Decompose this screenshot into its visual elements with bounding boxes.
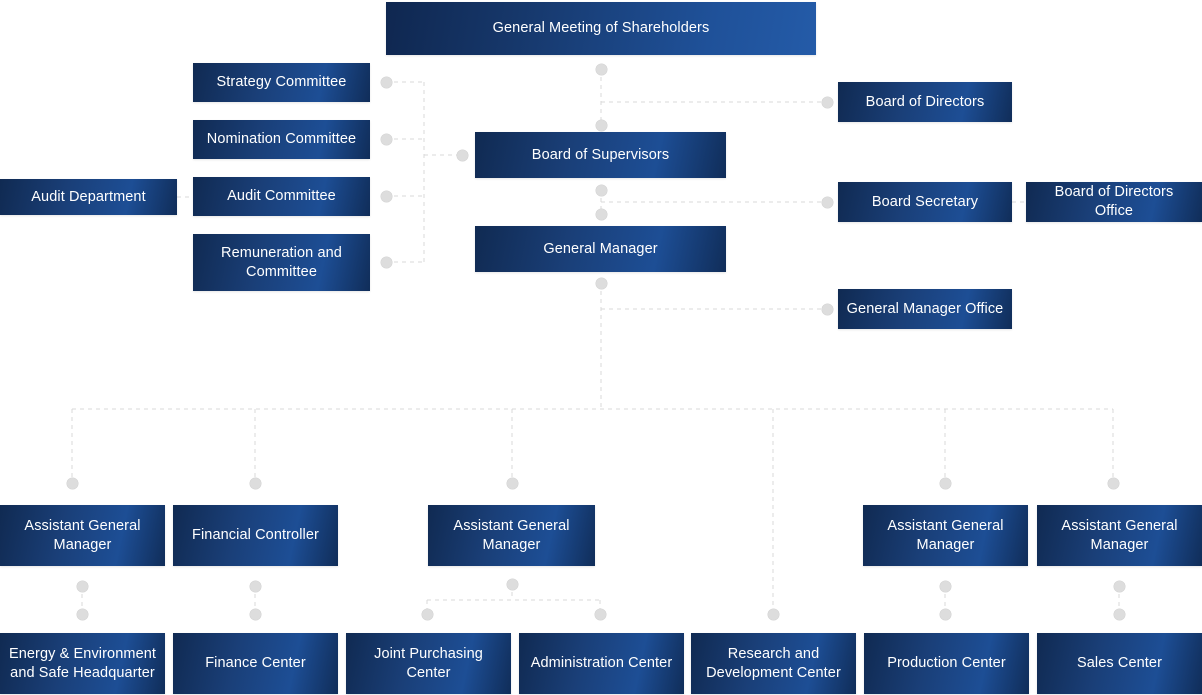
node-assistant-general-manager-3[interactable]: Assistant General Manager	[863, 505, 1028, 566]
node-board-of-directors[interactable]: Board of Directors	[838, 82, 1012, 122]
dot-supervisors-top	[595, 119, 607, 131]
node-audit-committee[interactable]: Audit Committee	[193, 177, 370, 216]
node-label: Finance Center	[205, 655, 306, 672]
dot-gm-office-left	[821, 303, 833, 315]
node-general-meeting-of-shareholders[interactable]: General Meeting of Shareholders	[386, 2, 816, 55]
dot-agm2-bottom	[506, 578, 518, 590]
node-label: Assistant General Manager	[887, 517, 1004, 553]
node-label: Energy & Environment and Safe Headquarte…	[8, 645, 157, 681]
dot-committee-remuneration	[380, 256, 392, 268]
dot-joint-purchasing-top	[421, 608, 433, 620]
node-label: Financial Controller	[192, 527, 319, 544]
dot-financial-bottom	[249, 580, 261, 592]
dot-board-secretary-left	[821, 196, 833, 208]
node-label: General Meeting of Shareholders	[492, 20, 710, 37]
node-board-secretary[interactable]: Board Secretary	[838, 182, 1012, 222]
node-label: Board of Directors	[865, 93, 985, 110]
node-label: Joint Purchasing Center	[374, 645, 483, 681]
node-assistant-general-manager-2[interactable]: Assistant General Manager	[428, 505, 595, 566]
node-energy-environment-safe-headquarter[interactable]: Energy & Environment and Safe Headquarte…	[0, 633, 165, 694]
dot-drop-agm1	[66, 477, 78, 489]
dot-supervisors-bottom	[595, 184, 607, 196]
dot-committee-strategy	[380, 76, 392, 88]
dot-drop-agm3	[939, 477, 951, 489]
node-remuneration-and-committee[interactable]: Remuneration and Committee	[193, 234, 370, 291]
node-label: Board Secretary	[871, 193, 979, 210]
node-label: Assistant General Manager	[1061, 517, 1178, 553]
dot-drop-agm4	[1107, 477, 1119, 489]
node-label: Production Center	[887, 655, 1006, 672]
node-strategy-committee[interactable]: Strategy Committee	[193, 63, 370, 102]
node-joint-purchasing-center[interactable]: Joint Purchasing Center	[346, 633, 511, 694]
node-label: Nomination Committee	[206, 131, 357, 148]
node-nomination-committee[interactable]: Nomination Committee	[193, 120, 370, 159]
node-financial-controller[interactable]: Financial Controller	[173, 505, 338, 566]
dot-rd-top	[767, 608, 779, 620]
node-assistant-general-manager-4[interactable]: Assistant General Manager	[1037, 505, 1202, 566]
node-administration-center[interactable]: Administration Center	[519, 633, 684, 694]
node-research-and-development-center[interactable]: Research and Development Center	[691, 633, 856, 694]
dot-agm4-bottom	[1113, 580, 1125, 592]
node-label: Administration Center	[530, 655, 673, 672]
node-finance-center[interactable]: Finance Center	[173, 633, 338, 694]
node-label: Audit Committee	[227, 188, 336, 205]
dot-committee-nomination	[380, 133, 392, 145]
node-label: Board of Supervisors	[531, 146, 670, 163]
node-label: Audit Department	[31, 188, 146, 205]
node-label: Assistant General Manager	[24, 517, 141, 553]
dot-sales-top	[1113, 608, 1125, 620]
node-label: Sales Center	[1076, 655, 1163, 672]
dot-administration-top	[594, 608, 606, 620]
node-board-of-supervisors[interactable]: Board of Supervisors	[475, 132, 726, 178]
node-label: Research and Development Center	[706, 645, 841, 681]
dot-general-manager-bottom	[595, 277, 607, 289]
dot-drop-financial	[249, 477, 261, 489]
dot-energy-top	[76, 608, 88, 620]
dot-board-directors-left	[821, 96, 833, 108]
node-board-of-directors-office[interactable]: Board of Directors Office	[1026, 182, 1202, 222]
node-label: General Manager	[543, 240, 658, 257]
dot-agm1-bottom	[76, 580, 88, 592]
dot-shareholders-bottom	[595, 63, 607, 75]
node-label: Board of Directors Office	[1054, 184, 1174, 219]
dot-supervisors-left	[456, 149, 468, 161]
dot-general-manager-top	[595, 208, 607, 220]
node-audit-department[interactable]: Audit Department	[0, 179, 177, 215]
node-sales-center[interactable]: Sales Center	[1037, 633, 1202, 694]
node-label: General Manager Office	[846, 300, 1004, 317]
dot-finance-top	[249, 608, 261, 620]
node-label: Remuneration and Committee	[221, 244, 342, 280]
node-general-manager[interactable]: General Manager	[475, 226, 726, 272]
dot-committee-audit	[380, 190, 392, 202]
dot-production-top	[939, 608, 951, 620]
node-label: Strategy Committee	[216, 74, 347, 91]
node-general-manager-office[interactable]: General Manager Office	[838, 289, 1012, 329]
dot-drop-agm2	[506, 477, 518, 489]
dot-agm3-bottom	[939, 580, 951, 592]
node-production-center[interactable]: Production Center	[864, 633, 1029, 694]
node-label: Assistant General Manager	[453, 517, 570, 553]
node-assistant-general-manager-1[interactable]: Assistant General Manager	[0, 505, 165, 566]
